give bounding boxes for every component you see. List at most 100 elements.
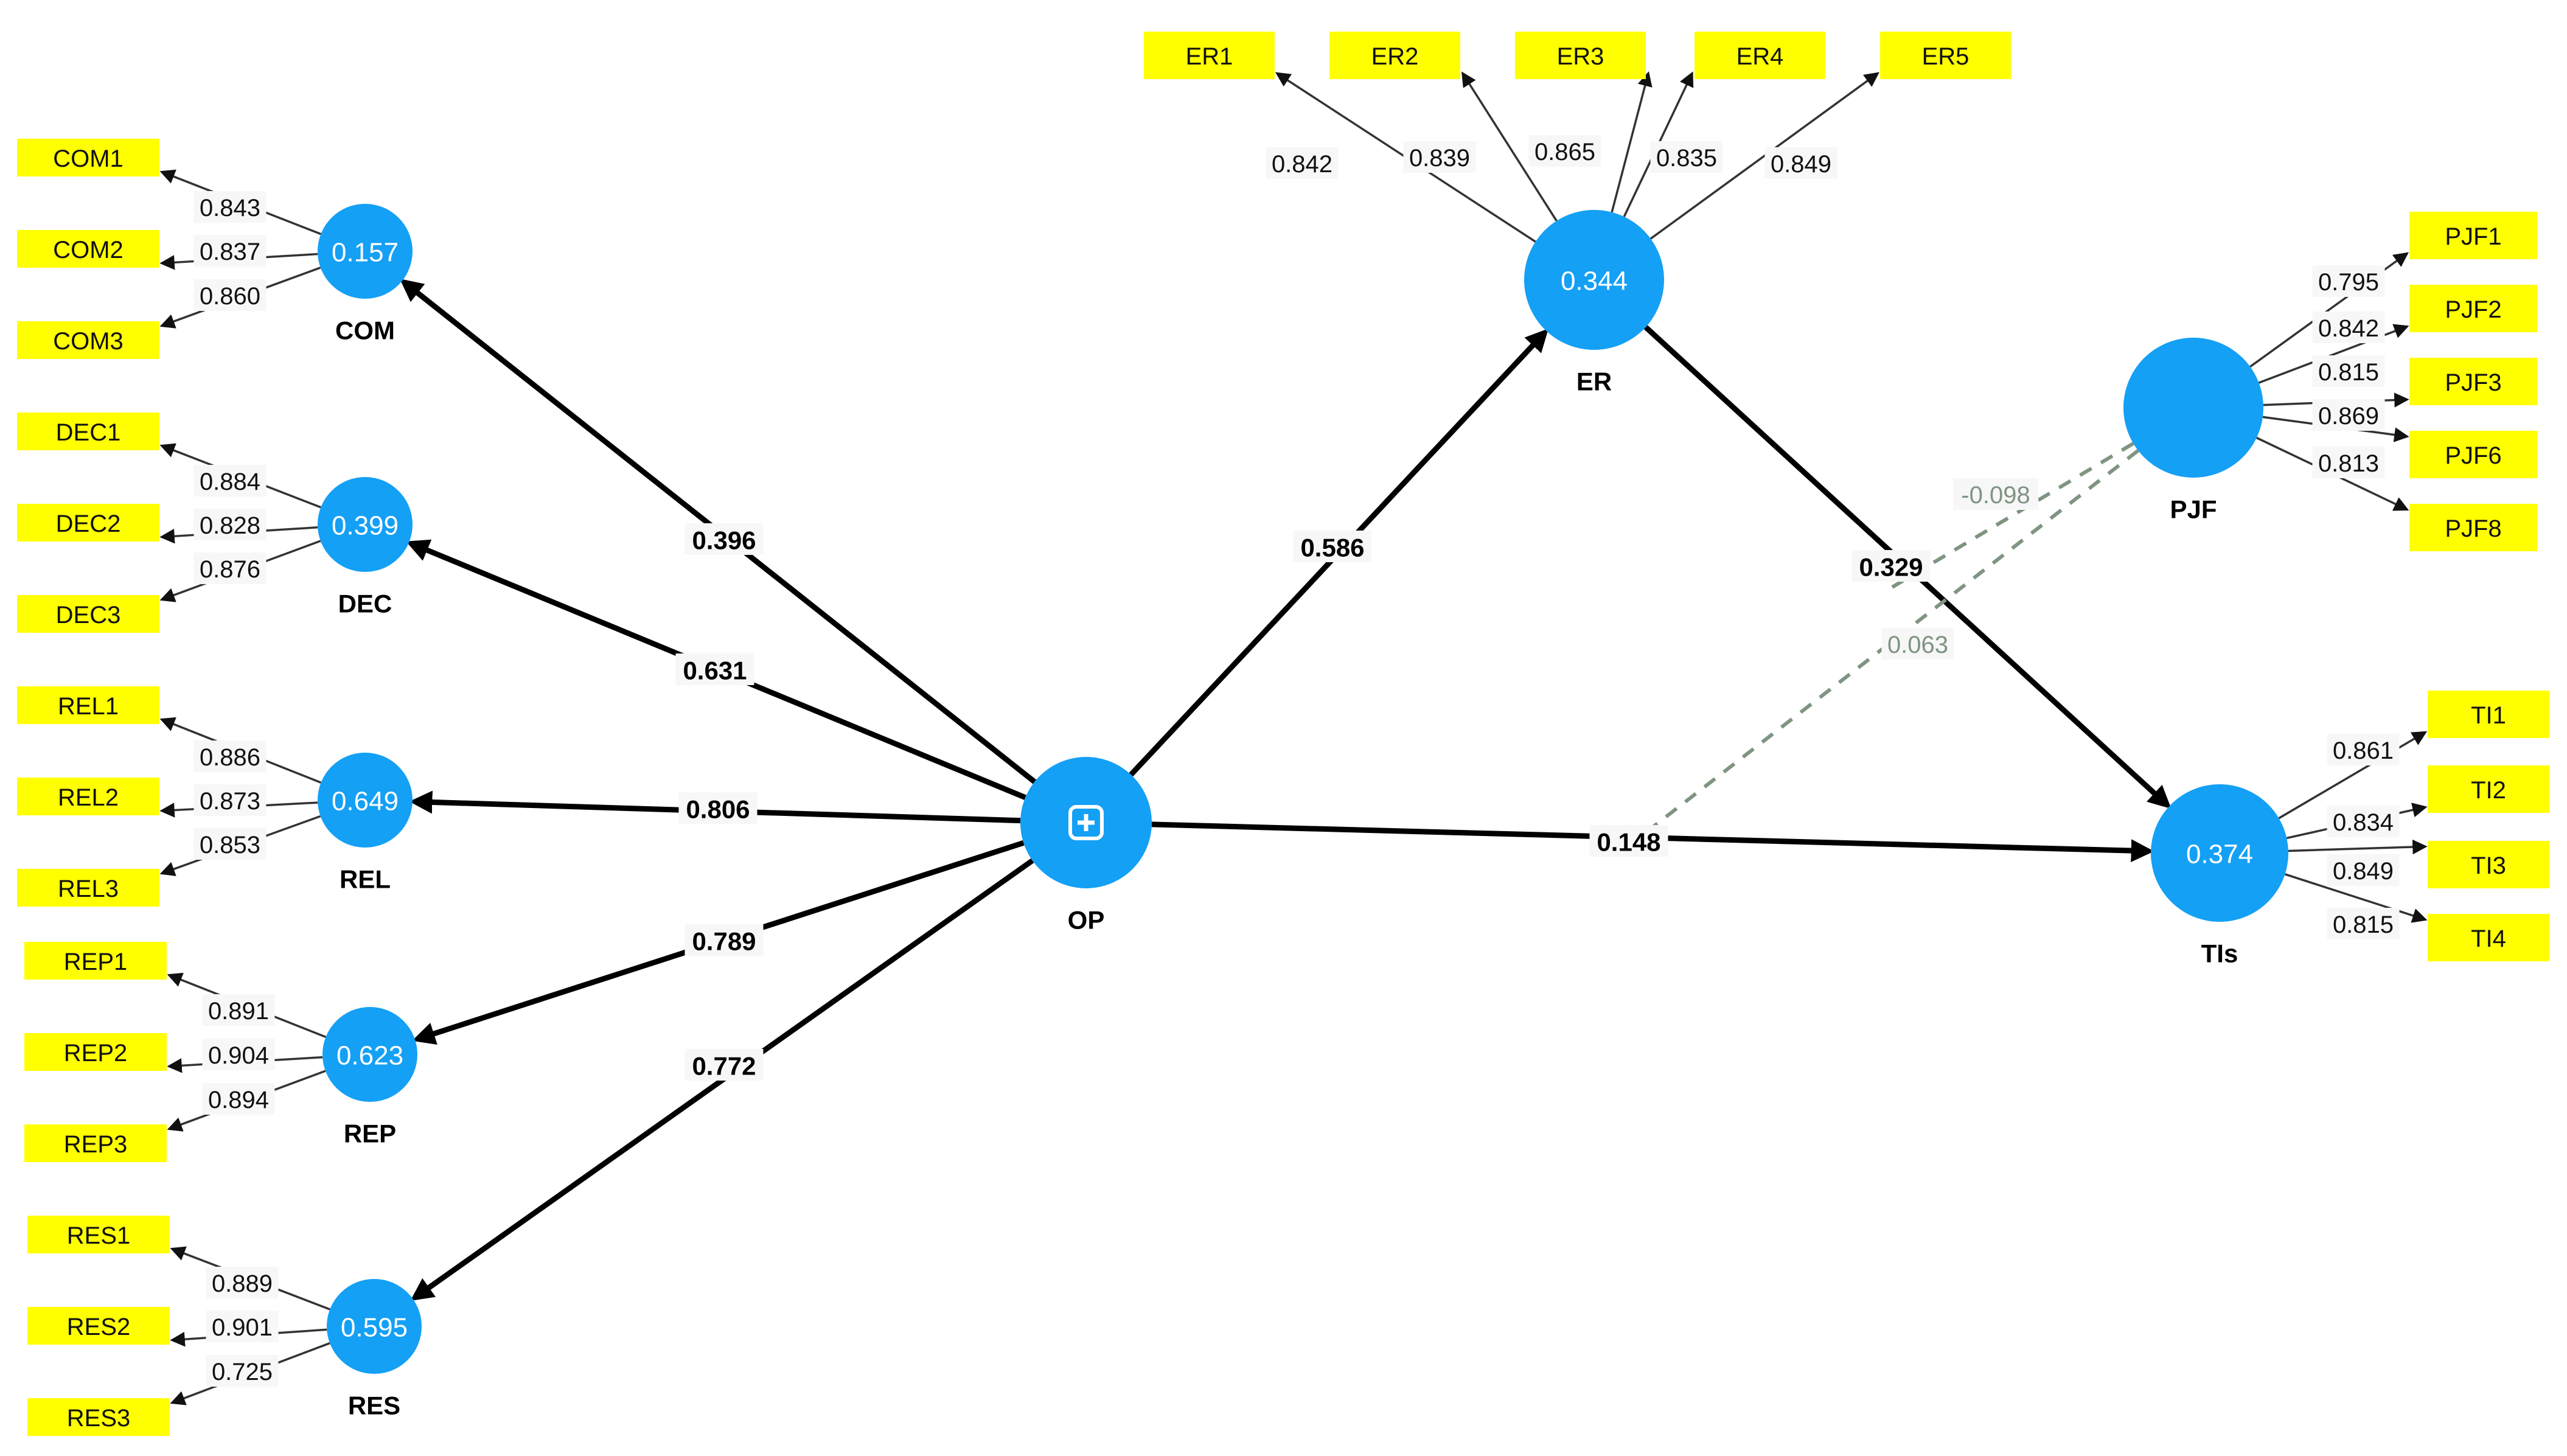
indicator-box[interactable]: [24, 942, 167, 980]
indicator-COM1[interactable]: COM1: [17, 139, 159, 176]
indicator-label: TI3: [2471, 852, 2506, 879]
indicator-box[interactable]: [27, 1307, 170, 1345]
latent-circle[interactable]: [322, 1007, 417, 1102]
indicator-PJF6[interactable]: PJF6: [2409, 431, 2537, 478]
indicator-box[interactable]: [17, 230, 159, 268]
label-text: 0.837: [200, 239, 260, 265]
indicator-TI3[interactable]: TI3: [2428, 841, 2549, 888]
indicator-boxes-group: COM1COM2COM3DEC1DEC2DEC3REL1REL2REL3REP1…: [17, 32, 2549, 1436]
indicator-DEC3[interactable]: DEC3: [17, 595, 159, 633]
latent-circle[interactable]: [318, 204, 413, 299]
loading-path-ER-ER2: [1461, 71, 1558, 221]
loading-label-TIs-TI1: 0.861: [2327, 734, 2400, 765]
latent-circle[interactable]: [318, 753, 413, 848]
indicator-box[interactable]: [1880, 32, 2011, 79]
indicator-box[interactable]: [2409, 504, 2537, 551]
indicator-PJF1[interactable]: PJF1: [2409, 212, 2537, 259]
indicator-DEC1[interactable]: DEC1: [17, 413, 159, 450]
indicator-TI2[interactable]: TI2: [2428, 765, 2549, 813]
expand-plus-icon[interactable]: [1068, 805, 1104, 840]
latent-variable-label: DEC: [338, 590, 392, 618]
indicator-ER5[interactable]: ER5: [1880, 32, 2011, 79]
indicator-box[interactable]: [1694, 32, 1825, 79]
indicator-DEC2[interactable]: DEC2: [17, 504, 159, 542]
latent-variable-PJF[interactable]: PJF: [2123, 338, 2263, 524]
indicator-box[interactable]: [17, 321, 159, 359]
latent-circle[interactable]: [327, 1279, 422, 1374]
indicator-COM3[interactable]: COM3: [17, 321, 159, 359]
indicator-label: RES2: [67, 1314, 131, 1340]
indicator-box[interactable]: [2428, 841, 2549, 888]
path-coefficient-label-OP-REL: 0.806: [678, 792, 758, 824]
indicator-PJF8[interactable]: PJF8: [2409, 504, 2537, 551]
label-backdrop: [193, 740, 266, 772]
indicator-ER1[interactable]: ER1: [1144, 32, 1275, 79]
label-text: 0.795: [2318, 269, 2379, 296]
indicator-RES2[interactable]: RES2: [27, 1307, 170, 1345]
indicator-box[interactable]: [2409, 358, 2537, 405]
indicator-box[interactable]: [17, 504, 159, 542]
indicator-COM2[interactable]: COM2: [17, 230, 159, 268]
indicator-box[interactable]: [2428, 691, 2549, 738]
indicator-box[interactable]: [2428, 765, 2549, 813]
indicator-box[interactable]: [17, 595, 159, 633]
indicator-box[interactable]: [24, 1033, 167, 1071]
indicator-REP2[interactable]: REP2: [24, 1033, 167, 1071]
indicator-REP3[interactable]: REP3: [24, 1124, 167, 1162]
latent-circle[interactable]: [318, 477, 413, 572]
label-backdrop: [2312, 312, 2385, 343]
indicator-ER3[interactable]: ER3: [1515, 32, 1646, 79]
loading-label-ER-ER1: 0.842: [1266, 147, 1339, 179]
label-backdrop: [2312, 355, 2385, 387]
latent-circle[interactable]: [2151, 784, 2288, 922]
label-backdrop: [193, 465, 266, 496]
indicator-REL2[interactable]: REL2: [17, 778, 159, 815]
indicator-box[interactable]: [24, 1124, 167, 1162]
indicator-box[interactable]: [17, 686, 159, 724]
label-text: 0.861: [2333, 737, 2394, 764]
indicator-PJF3[interactable]: PJF3: [2409, 358, 2537, 405]
indicator-box[interactable]: [1329, 32, 1460, 79]
indicator-box[interactable]: [17, 869, 159, 907]
indicator-RES1[interactable]: RES1: [27, 1216, 170, 1253]
indicator-PJF2[interactable]: PJF2: [2409, 285, 2537, 332]
loading-label-DEC-DEC3: 0.876: [193, 552, 266, 584]
latent-variable-OP[interactable]: OP: [1020, 757, 1152, 935]
moderation-path-lines-group: [1642, 442, 2139, 837]
indicator-box[interactable]: [2409, 212, 2537, 259]
latent-circle[interactable]: [1524, 210, 1664, 350]
indicator-label: DEC1: [56, 419, 121, 446]
latent-circle[interactable]: [2123, 338, 2263, 478]
indicator-label: COM1: [53, 145, 124, 172]
label-backdrop: [206, 1311, 279, 1342]
loading-label-PJF-PJF8: 0.813: [2312, 447, 2385, 478]
indicator-box[interactable]: [17, 778, 159, 815]
indicator-TI4[interactable]: TI4: [2428, 914, 2549, 961]
label-backdrop: [202, 1083, 275, 1115]
indicator-box[interactable]: [17, 139, 159, 176]
indicator-REP1[interactable]: REP1: [24, 942, 167, 980]
indicator-REL1[interactable]: REL1: [17, 686, 159, 724]
indicator-box[interactable]: [27, 1216, 170, 1253]
indicator-REL3[interactable]: REL3: [17, 869, 159, 907]
indicator-RES3[interactable]: RES3: [27, 1398, 170, 1436]
indicator-ER4[interactable]: ER4: [1694, 32, 1825, 79]
loading-label-ER-ER5: 0.849: [1764, 147, 1837, 179]
indicator-box[interactable]: [1515, 32, 1646, 79]
indicator-box[interactable]: [27, 1398, 170, 1436]
indicator-box[interactable]: [2409, 285, 2537, 332]
indicator-ER2[interactable]: ER2: [1329, 32, 1460, 79]
indicator-box[interactable]: [1144, 32, 1275, 79]
indicator-box[interactable]: [2409, 431, 2537, 478]
indicator-box[interactable]: [2428, 914, 2549, 961]
indicator-TI1[interactable]: TI1: [2428, 691, 2549, 738]
indicator-box[interactable]: [17, 413, 159, 450]
